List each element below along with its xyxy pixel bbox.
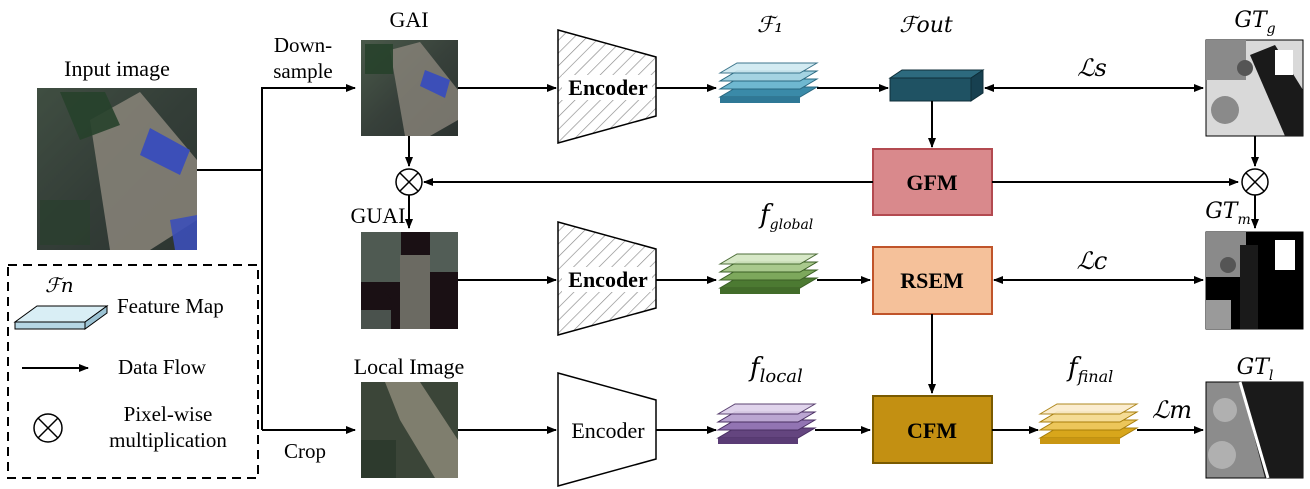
gfm-label: GFM [906, 170, 958, 195]
gfm-block: GFM [872, 148, 993, 216]
gt-m-image [1205, 231, 1304, 330]
legend-feature-map-icon [13, 305, 109, 330]
legend-multiply-icon [33, 413, 63, 443]
gt-g-image [1205, 39, 1304, 137]
encoder-mid-label: Encoder [568, 267, 648, 292]
sample-label: sample [273, 59, 332, 83]
multiply-left-icon [395, 168, 423, 196]
legend-box [7, 264, 259, 479]
gai-image [361, 40, 458, 136]
fglobal-feature-map [718, 253, 819, 294]
flocal-label: flocal [748, 353, 803, 387]
gt-g-label: GTg [1234, 8, 1275, 37]
downsample-arrow [261, 84, 356, 430]
encoder-bottom: Encoder [557, 372, 657, 487]
local-image-label: Local Image [354, 354, 465, 379]
down-label: Down- [274, 33, 332, 57]
loss-m-label: ℒm [1152, 396, 1192, 424]
fout-block [888, 69, 985, 102]
encoder-top: Encoder [557, 29, 657, 144]
ffinal-feature-map [1038, 403, 1139, 444]
legend-fn-label: ℱn [45, 273, 74, 297]
gt-m-label: GTm [1205, 199, 1251, 228]
ffinal-label: ffinal [1066, 353, 1113, 386]
encoder-top-label: Encoder [568, 75, 648, 100]
rsem-block: RSEM [872, 246, 993, 315]
gt-l-label: GTl [1237, 355, 1274, 384]
gt-l-image [1205, 381, 1304, 479]
legend-data-flow-label: Data Flow [118, 355, 207, 379]
multiply-right-icon [1241, 168, 1269, 196]
legend-pixelwise-label-1: Pixel-wise [124, 402, 213, 426]
f1-label: ℱ₁ [757, 13, 783, 38]
encoder-bottom-label: Encoder [571, 418, 645, 443]
fglobal-label: fglobal [758, 200, 813, 233]
legend-pixelwise-label-2: multiplication [109, 428, 227, 452]
f1-feature-map [718, 62, 819, 103]
rsem-label: RSEM [900, 268, 964, 293]
flocal-feature-map [716, 403, 817, 444]
cfm-label: CFM [907, 418, 957, 443]
cfm-block: CFM [872, 395, 993, 464]
guai-image [361, 232, 458, 329]
local-image [361, 382, 458, 478]
gai-label: GAI [389, 7, 428, 32]
guai-label: GUAI [351, 203, 406, 228]
input-image-label: Input image [64, 56, 170, 81]
encoder-mid: Encoder [557, 221, 657, 336]
crop-label: Crop [284, 439, 326, 463]
loss-s-label: ℒs [1077, 54, 1107, 82]
input-image [37, 88, 197, 250]
loss-c-label: ℒc [1077, 247, 1108, 275]
legend-feature-map-label: Feature Map [117, 294, 224, 318]
fout-label: ℱout [899, 13, 953, 38]
